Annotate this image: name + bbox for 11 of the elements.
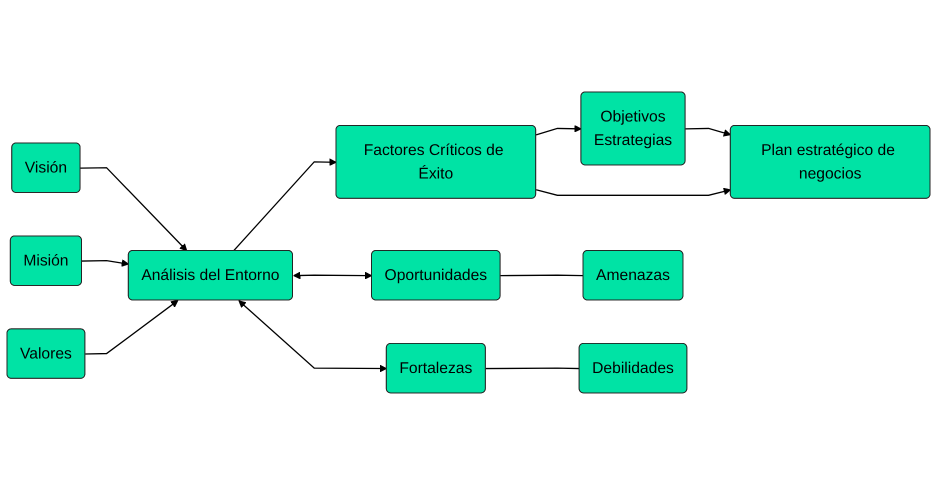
arrow [82,258,130,266]
arrow [536,187,732,196]
connector [486,367,580,369]
arrow [536,124,582,136]
arrow [80,166,188,251]
arrow [233,158,337,251]
arrow [686,127,732,136]
connector [500,274,584,276]
arrow [292,271,372,279]
arrow [238,300,388,372]
arrow [85,300,178,354]
